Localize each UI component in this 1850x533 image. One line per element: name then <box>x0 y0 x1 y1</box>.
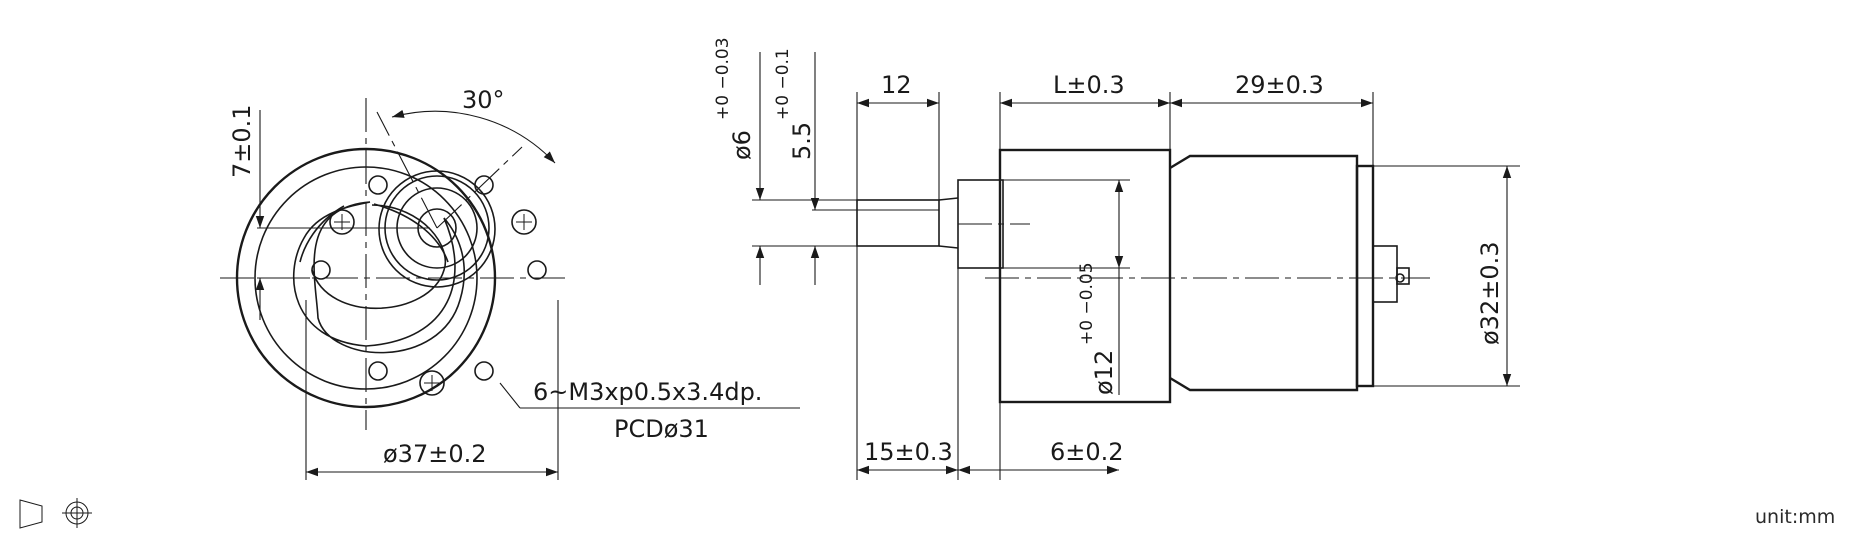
shaft-diameter-tol: +0 −0.03 <box>713 37 733 120</box>
side-view: 12 L±0.3 29±0.3 ø6 +0 −0.03 5.5 +0 −0.1 … <box>713 37 1520 480</box>
front-diameter-label: ø37±0.2 <box>383 440 487 468</box>
gearbox-length-label: L±0.3 <box>1053 71 1125 99</box>
unit-label: unit:mm <box>1755 506 1835 528</box>
flat-label: 5.5 <box>788 122 816 160</box>
flat-tol: +0 −0.1 <box>773 48 793 120</box>
front-crescent-slot <box>292 201 465 354</box>
motor-length-label: 29±0.3 <box>1235 71 1324 99</box>
motor-diameter-label: ø32±0.3 <box>1476 242 1504 346</box>
side-motor-cap <box>1355 164 1375 388</box>
shaft-length-label: 12 <box>881 71 912 99</box>
front-threaded-holes <box>311 175 547 381</box>
boss-diameter-tol: +0 −0.05 <box>1077 262 1097 345</box>
shaft-diameter-label: ø6 <box>728 130 756 160</box>
boss-diameter-label: ø12 <box>1090 350 1118 395</box>
shaft-ext-label: 15±0.3 <box>864 438 953 466</box>
front-offset-label: 7±0.1 <box>228 104 256 178</box>
side-gearbox <box>998 148 1172 404</box>
third-angle-projection-icon <box>19 498 92 529</box>
front-screws <box>329 209 537 396</box>
thread-callout-line2: PCDø31 <box>614 415 709 443</box>
thread-callout-line1: 6~M3xp0.5x3.4dp. <box>533 378 762 406</box>
side-shaft <box>856 199 940 247</box>
boss-length-label: 6±0.2 <box>1050 438 1124 466</box>
front-view: 30° 7±0.1 ø37±0.2 6~M3xp0.5x3.4dp. PCDø3… <box>220 86 800 480</box>
angle-label: 30° <box>462 86 505 114</box>
side-terminal <box>1372 245 1398 303</box>
side-motor <box>1169 154 1359 392</box>
